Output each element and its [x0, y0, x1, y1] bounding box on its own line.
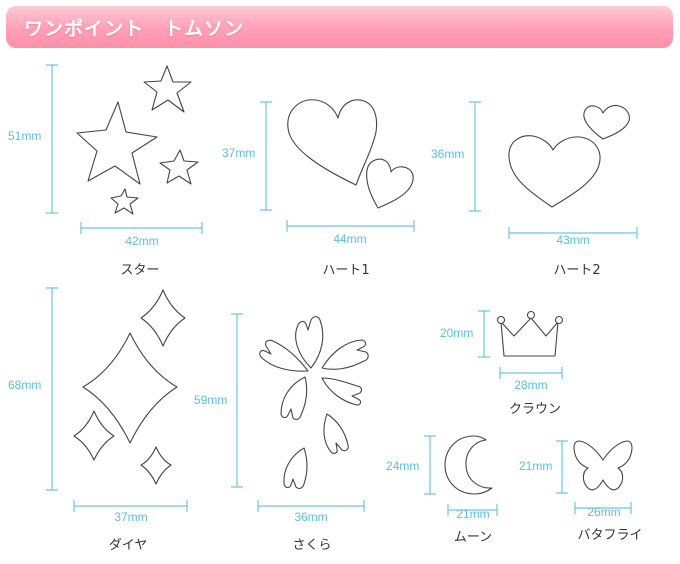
crown-height-label: 20mm: [440, 326, 474, 340]
diamond-width-label: 37mm: [114, 510, 148, 524]
star-small: [159, 149, 199, 185]
butterfly-dimensions: [556, 440, 632, 514]
star-height-label: 51mm: [8, 129, 42, 143]
heart1-dimensions: [260, 101, 415, 232]
heart2-dimensions: [469, 101, 638, 239]
moon-shapes: [444, 435, 493, 495]
moon: [444, 435, 493, 495]
star-name: スター: [120, 263, 160, 278]
heart2-name: ハート2: [553, 263, 601, 278]
diamond-left: [73, 410, 115, 461]
sakura-dimensions: [231, 313, 365, 512]
moon-height-label: 24mm: [386, 459, 420, 473]
sakura-petal-5: [321, 377, 362, 406]
sakura-petal-6: [323, 413, 349, 454]
star-dimensions: [46, 64, 203, 234]
diamond-name: ダイヤ: [108, 538, 148, 553]
star-width-label: 42mm: [125, 234, 159, 248]
heart2-large: [508, 135, 601, 208]
crown: [500, 317, 559, 357]
diamond-shapes: [73, 289, 186, 485]
butterfly-height-label: 21mm: [519, 459, 553, 473]
heart1-width-label: 44mm: [333, 232, 367, 246]
butterfly-shapes: [573, 440, 633, 491]
sakura-petal-1: [295, 316, 324, 369]
moon-dimensions: [424, 435, 498, 516]
heart2-shapes: [508, 104, 630, 208]
sakura-width-label: 36mm: [294, 510, 328, 524]
heart1-large: [287, 99, 378, 186]
diamond-large: [82, 332, 178, 444]
star-shapes: [76, 65, 199, 215]
heart1-height-label: 37mm: [222, 146, 256, 160]
sakura-petal-7: [283, 447, 308, 489]
heart1-shapes: [287, 99, 414, 209]
diamond-right: [140, 446, 172, 485]
star-tiny: [110, 188, 139, 215]
crown-name: クラウン: [508, 402, 562, 417]
moon-name: ムーン: [453, 530, 493, 545]
diamond-top: [140, 289, 186, 347]
heart2-height-label: 36mm: [431, 147, 465, 161]
star-medium: [143, 65, 192, 113]
butterfly-name: バタフライ: [577, 528, 643, 543]
heart1-small: [366, 158, 414, 209]
crown-width-label: 28mm: [514, 378, 548, 392]
section-header: ワンポイント トムソン: [6, 6, 673, 48]
section-title: ワンポイント トムソン: [24, 18, 245, 40]
sakura-name: さくら: [292, 538, 332, 553]
sakura-shapes: [259, 316, 369, 489]
sakura-height-label: 59mm: [194, 393, 228, 407]
star-large: [76, 101, 158, 185]
heart2-width-label: 43mm: [556, 233, 590, 247]
crown-dimensions: [478, 310, 563, 379]
heart1-name: ハート1: [322, 263, 370, 278]
diamond-dimensions: [46, 287, 188, 512]
crown-shapes: [496, 310, 564, 357]
butterfly-width-label: 26mm: [587, 505, 621, 519]
butterfly: [573, 440, 633, 491]
sakura-petal-3: [259, 339, 309, 372]
moon-width-label: 21mm: [456, 507, 490, 521]
sakura-petal-4: [280, 376, 308, 420]
diamond-height-label: 68mm: [8, 378, 42, 392]
heart2-small: [583, 104, 630, 140]
sakura-petal-2: [321, 339, 369, 370]
